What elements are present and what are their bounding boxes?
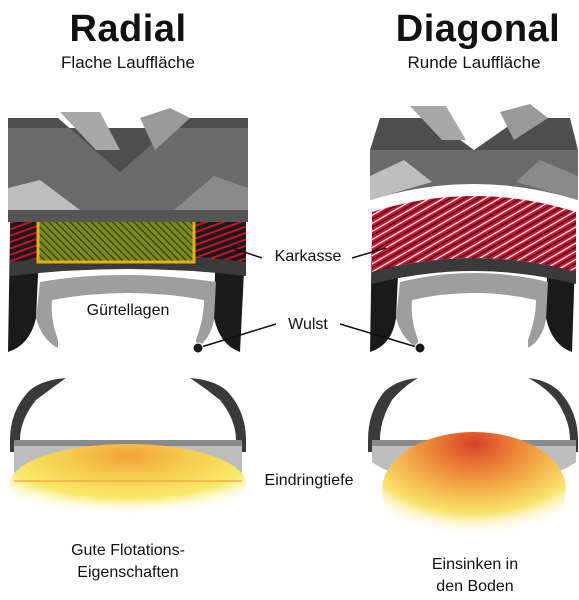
diagonal-contact-section <box>368 378 578 548</box>
diagonal-caption-line1: Einsinken in <box>431 556 519 573</box>
wulst-leader-right <box>339 323 421 349</box>
karkasse-leader-right <box>351 247 387 259</box>
leader-lines <box>197 247 421 349</box>
diagonal-tire-section <box>370 104 578 352</box>
diagonal-bead <box>414 342 426 354</box>
radial-caption: Gute Flotations- Eigenschaften <box>16 540 240 583</box>
karkasse-leader-left <box>231 247 263 259</box>
wulst-label: Wulst <box>288 316 328 333</box>
radial-belt <box>36 218 196 264</box>
radial-pressure-zone <box>10 444 246 524</box>
eindringtiefe-label: Eindringtiefe <box>264 472 354 489</box>
diagonal-caption: Einsinken in den Boden <box>390 554 560 597</box>
radial-contact-section <box>10 378 246 524</box>
wulst-leader-left <box>197 323 277 349</box>
radial-caption-line1: Gute Flotations- <box>71 542 185 559</box>
diagonal-pressure-zone <box>382 432 566 548</box>
radial-bead <box>192 342 204 354</box>
diagonal-carcass <box>372 196 576 272</box>
radial-subtitle: Flache Lauffläche <box>61 53 195 72</box>
diagonal-subtitle: Runde Lauffläche <box>407 53 541 72</box>
diagonal-tread <box>370 150 578 200</box>
diagonal-inner-liner <box>396 273 548 348</box>
radial-tire-section <box>8 108 248 352</box>
guertellagen-label: Gürtellagen <box>86 302 170 319</box>
diagonal-caption-line2: den Boden <box>436 577 514 595</box>
radial-title: Radial <box>69 8 187 50</box>
radial-tread <box>8 128 248 210</box>
karkasse-label: Karkasse <box>274 248 342 265</box>
radial-inner-liner <box>36 275 216 348</box>
radial-caption-line2: Eigenschaften <box>77 563 179 581</box>
diagonal-title: Diagonal <box>395 8 561 50</box>
